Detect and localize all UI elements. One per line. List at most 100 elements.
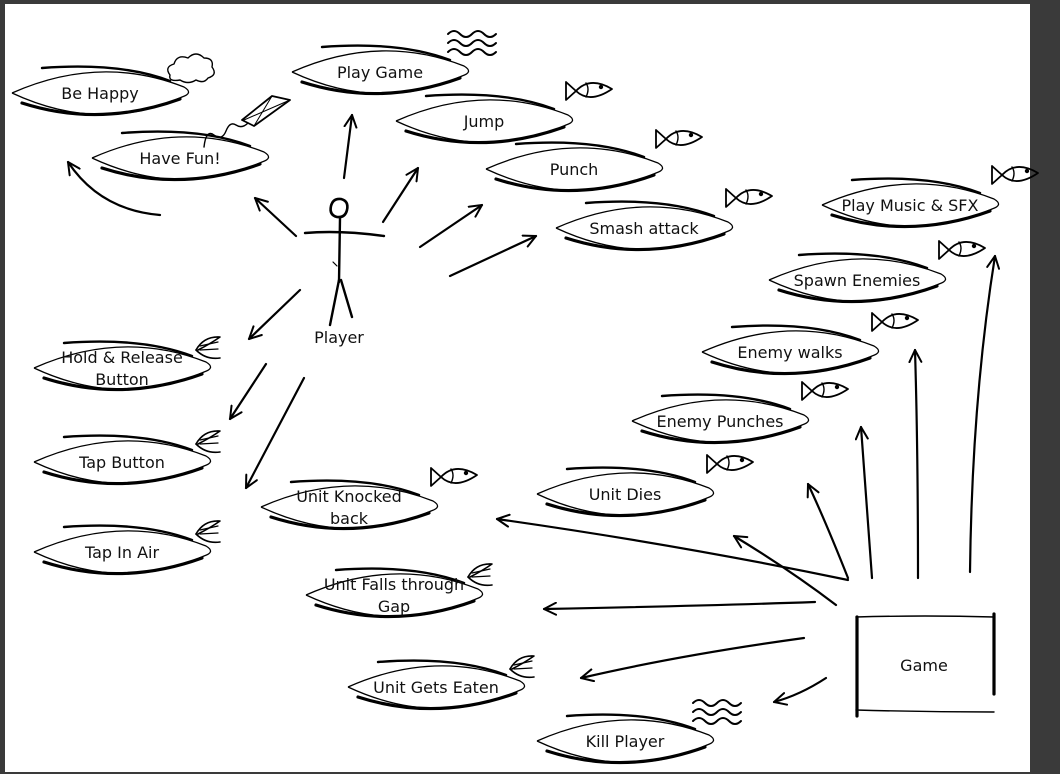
association-arrow [495, 513, 850, 582]
ellipse-brush-stroke [20, 97, 182, 117]
association-arrow [968, 254, 1001, 574]
use-case-enemy-punches: Enemy Punches [631, 381, 849, 445]
use-case-label: Have Fun! [139, 149, 220, 168]
kite-icon [203, 95, 291, 148]
fin-icon [195, 430, 221, 454]
use-case-label: Unit Dies [589, 485, 662, 504]
use-case-be-happy: Be Happy [11, 53, 215, 117]
ellipse-brush-stroke [404, 125, 566, 145]
ellipse-brush-stroke [640, 425, 802, 445]
fish-icon [801, 381, 849, 401]
association-arrow [908, 348, 923, 580]
ellipse-brush-stroke [314, 599, 476, 619]
association-arrow [854, 425, 874, 580]
association-arrow [806, 482, 850, 580]
association-arrow [772, 676, 828, 706]
use-case-label: Enemy Punches [657, 412, 784, 431]
association-arrow [244, 376, 306, 490]
ellipse-brush-stroke [356, 691, 518, 711]
fish-icon [725, 188, 773, 208]
ellipse-brush-stroke [710, 356, 872, 376]
association-arrow [253, 196, 298, 238]
ellipse-brush-stroke [100, 162, 262, 182]
fish-icon [991, 165, 1039, 185]
association-arrow [66, 160, 162, 217]
association-arrow [247, 288, 302, 341]
association-arrows [66, 113, 1001, 706]
use-case-label: Kill Player [586, 732, 665, 751]
ellipse-brush-stroke [564, 232, 726, 252]
use-case-tap-in-air: Tap In Air [33, 520, 221, 576]
use-case-label: Gap [378, 597, 410, 616]
ellipse-brush-stroke [545, 745, 707, 765]
use-case-smash-attack: Smash attack [555, 188, 773, 252]
fish-icon [706, 454, 754, 474]
association-arrow [579, 636, 806, 683]
fish-icon [871, 312, 919, 332]
use-case-label: Enemy walks [737, 343, 842, 362]
use-case-label: Tap In Air [84, 543, 160, 562]
ellipse-brush-stroke [42, 372, 204, 392]
use-case-have-fun: Have Fun! [91, 95, 291, 182]
fish-icon [938, 240, 986, 260]
association-arrow [418, 203, 484, 249]
ellipse-brush-stroke [269, 511, 431, 531]
ellipse-brush-stroke [42, 556, 204, 576]
association-arrow [228, 362, 268, 421]
fin-icon [467, 563, 493, 587]
use-case-spawn-enemies: Spawn Enemies [768, 240, 986, 304]
use-case-label: Play Music & SFX [842, 196, 979, 215]
use-case-play-music: Play Music & SFX [821, 165, 1039, 229]
use-case-label: Play Game [337, 63, 423, 82]
use-case-tap-button: Tap Button [33, 430, 221, 486]
ellipse-brush-stroke [830, 209, 992, 229]
use-case-label: Unit Knocked [296, 487, 402, 506]
ellipse-brush-stroke [777, 284, 939, 304]
use-case-punch: Punch [485, 129, 703, 193]
use-case-label: Be Happy [61, 84, 139, 103]
ellipse-brush-stroke [545, 498, 707, 518]
use-case-label: Unit Gets Eaten [373, 678, 499, 697]
use-case-label: Spawn Enemies [794, 271, 921, 290]
association-arrow [732, 534, 838, 607]
association-arrow [342, 113, 358, 180]
use-case-label: back [330, 509, 369, 528]
cloud-icon [167, 53, 215, 84]
player-actor: Player [303, 197, 386, 347]
fish-icon [655, 129, 703, 149]
use-case-kill-player: Kill Player [536, 699, 742, 765]
use-case-unit-knocked-back: Unit Knocked back [260, 467, 478, 531]
use-case-unit-gets-eaten: Unit Gets Eaten [347, 655, 535, 711]
ellipse-brush-stroke [42, 466, 204, 486]
use-case-label: Button [95, 370, 149, 389]
use-case-jump: Jump [395, 81, 613, 145]
ellipse-brush-stroke [494, 173, 656, 193]
fin-icon [195, 336, 221, 360]
fish-icon [430, 467, 478, 487]
game-label: Game [900, 656, 948, 675]
fish-icon [565, 81, 613, 101]
player-label: Player [314, 328, 364, 347]
use-case-label: Punch [550, 160, 599, 179]
actor-head [329, 197, 349, 219]
game-actor: Game [855, 612, 996, 718]
use-case-enemy-walks: Enemy walks [701, 312, 919, 376]
waves-icon [692, 699, 742, 725]
use-case-unit-dies: Unit Dies [536, 454, 754, 518]
association-arrow [448, 234, 538, 278]
use-case-play-game: Play Game [291, 30, 497, 96]
association-arrow [381, 166, 420, 224]
use-case-label: Smash attack [589, 219, 699, 238]
ellipse-brush-stroke [300, 76, 462, 96]
use-case-label: Jump [463, 112, 505, 131]
use-case-label: Tap Button [78, 453, 165, 472]
fin-icon [195, 520, 221, 544]
association-arrow [542, 600, 817, 616]
waves-icon [447, 30, 497, 56]
use-case-label: Hold & Release [61, 348, 183, 367]
use-case-label: Unit Falls through [324, 575, 464, 594]
